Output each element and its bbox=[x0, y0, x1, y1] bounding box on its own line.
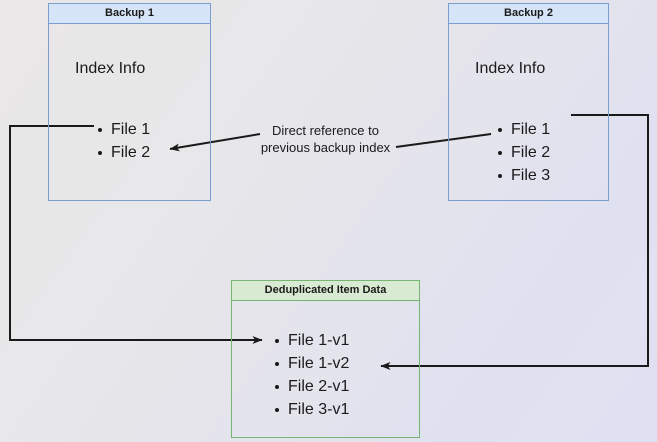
node-backup2[interactable]: Backup 2 Index Info File 1 File 2 File 3 bbox=[448, 3, 609, 201]
node-backup1-subtitle: Index Info bbox=[75, 60, 146, 77]
node-backup1-title: Backup 1 bbox=[49, 4, 210, 24]
list-item: File 3 bbox=[497, 164, 550, 187]
list-item: File 2 bbox=[97, 141, 150, 164]
list-item: File 3-v1 bbox=[274, 398, 349, 421]
list-item: File 1 bbox=[497, 118, 550, 141]
node-backup1-item-list: File 1 File 2 bbox=[97, 118, 150, 164]
node-backup1-body: Index Info File 1 File 2 bbox=[49, 24, 210, 200]
node-deduplicated-item-list: File 1-v1 File 1-v2 File 2-v1 File 3-v1 bbox=[274, 329, 349, 421]
node-backup2-body: Index Info File 1 File 2 File 3 bbox=[449, 24, 608, 200]
annotation-line-1: Direct reference to bbox=[272, 123, 379, 138]
node-deduplicated-title: Deduplicated Item Data bbox=[232, 281, 419, 301]
node-backup2-item-list: File 1 File 2 File 3 bbox=[497, 118, 550, 187]
node-backup2-subtitle: Index Info bbox=[475, 60, 546, 77]
annotation-line-2: previous backup index bbox=[260, 140, 391, 155]
node-backup1[interactable]: Backup 1 Index Info File 1 File 2 bbox=[48, 3, 211, 201]
list-item: File 1-v1 bbox=[274, 329, 349, 352]
node-deduplicated-body: File 1-v1 File 1-v2 File 2-v1 File 3-v1 bbox=[232, 301, 419, 437]
annotation-direct-reference: Direct reference to previous backup inde… bbox=[253, 122, 398, 156]
list-item: File 2 bbox=[497, 141, 550, 164]
list-item: File 1 bbox=[97, 118, 150, 141]
list-item: File 1-v2 bbox=[274, 352, 349, 375]
node-backup2-title: Backup 2 bbox=[449, 4, 608, 24]
list-item: File 2-v1 bbox=[274, 375, 349, 398]
node-deduplicated-item-data[interactable]: Deduplicated Item Data File 1-v1 File 1-… bbox=[231, 280, 420, 438]
